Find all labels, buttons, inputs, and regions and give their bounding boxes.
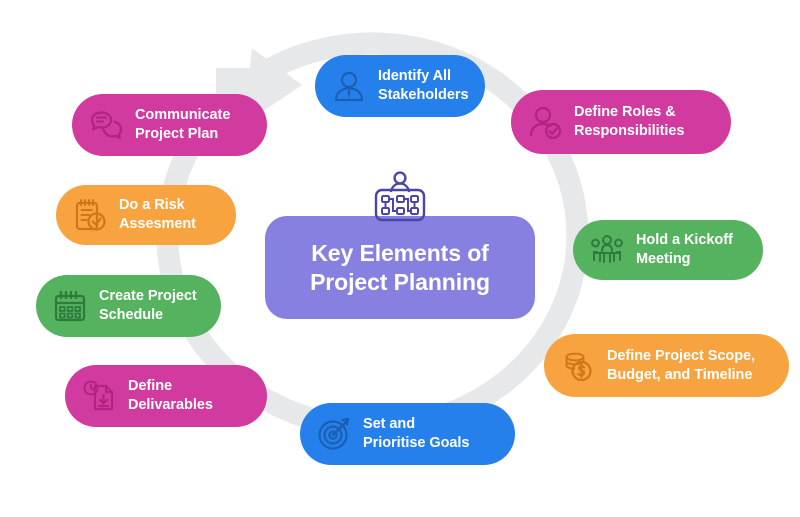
node-define-roles[interactable]: Define Roles & Responsibilities [511,90,731,154]
node-label: Identify All Stakeholders [378,68,469,103]
clipboard-check-icon [75,199,106,231]
person-check-icon [529,106,562,140]
node-label: Define Delivarables [128,378,213,413]
node-create-schedule[interactable]: Create Project Schedule [36,275,221,337]
node-hold-kickoff[interactable]: Hold a Kickoff Meeting [573,220,763,280]
meeting-group-icon [591,235,623,263]
node-define-scope[interactable]: Define Project Scope, Budget, and Timeli… [544,334,789,397]
target-dart-icon [318,417,350,450]
stakeholder-person-icon [334,71,364,102]
node-label: Communicate Project Plan [135,107,231,142]
calendar-icon [54,290,86,322]
project-org-chart-icon [374,171,426,222]
node-set-goals[interactable]: Set and Prioritise Goals [300,403,515,465]
node-identify-stakeholders[interactable]: Identify All Stakeholders [315,55,485,117]
chat-bubbles-icon [90,111,123,140]
node-label: Hold a Kickoff Meeting [636,232,733,267]
node-label: Set and Prioritise Goals [363,416,470,451]
node-label: Define Project Scope, Budget, and Timeli… [607,347,756,383]
node-label: Create Project Schedule [99,288,197,323]
node-risk-assessment[interactable]: Do a Risk Assesment [56,185,236,245]
node-label: Define Roles & Responsibilities [574,104,685,139]
page-title: Key Elements of Project Planning [310,239,490,295]
money-coins-icon [565,352,592,381]
node-communicate-plan[interactable]: Communicate Project Plan [72,94,267,156]
node-label: Do a Risk Assesment [119,197,196,232]
node-define-deliverables[interactable]: Define Delivarables [65,365,267,427]
document-download-clock-icon [83,380,114,411]
center-node: Key Elements of Project Planning [265,216,535,319]
